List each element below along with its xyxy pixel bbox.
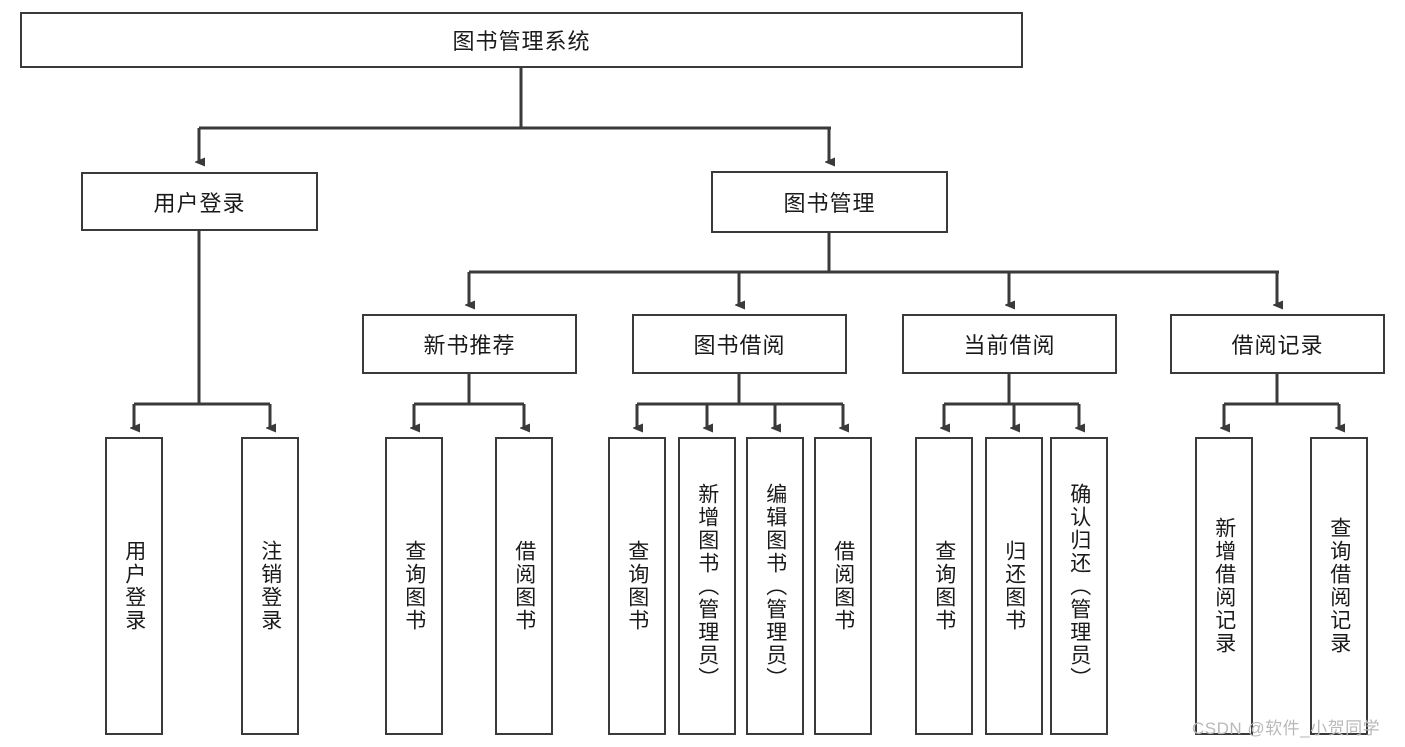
- node-new-book-recommend[interactable]: 新书推荐: [362, 314, 577, 374]
- node-label: 新增借阅记录: [1212, 517, 1236, 655]
- node-label: 借阅图书: [512, 540, 536, 632]
- node-label: 新增图书（管理员）: [695, 482, 719, 690]
- leaf-add-book-admin[interactable]: 新增图书（管理员）: [678, 437, 736, 735]
- node-label: 查询图书: [625, 540, 649, 632]
- node-label: 查询图书: [932, 540, 956, 632]
- leaf-query-borrow-record[interactable]: 查询借阅记录: [1310, 437, 1368, 735]
- leaf-query-book-borrow[interactable]: 查询图书: [608, 437, 666, 735]
- node-label: 归还图书: [1002, 540, 1026, 632]
- leaf-return-book[interactable]: 归还图书: [985, 437, 1043, 735]
- leaf-query-book-recommend[interactable]: 查询图书: [385, 437, 443, 735]
- leaf-add-borrow-record[interactable]: 新增借阅记录: [1195, 437, 1253, 735]
- leaf-confirm-return-admin[interactable]: 确认归还（管理员）: [1050, 437, 1108, 735]
- csdn-watermark: CSDN @软件_小贺同学: [1192, 719, 1381, 738]
- node-label: 用户登录: [153, 190, 246, 216]
- node-label: 图书借阅: [693, 333, 786, 358]
- node-label: 编辑图书（管理员）: [763, 482, 787, 690]
- leaf-edit-book-admin[interactable]: 编辑图书（管理员）: [746, 437, 804, 735]
- leaf-query-book-current[interactable]: 查询图书: [915, 437, 973, 735]
- node-label: 新书推荐: [423, 333, 516, 358]
- node-root-system[interactable]: 图书管理系统: [20, 12, 1023, 68]
- leaf-user-login[interactable]: 用户登录: [105, 437, 163, 735]
- node-label: 借阅图书: [831, 540, 855, 632]
- leaf-borrow-book[interactable]: 借阅图书: [814, 437, 872, 735]
- leaf-borrow-book-recommend[interactable]: 借阅图书: [495, 437, 553, 735]
- node-book-management[interactable]: 图书管理: [711, 171, 948, 233]
- node-book-borrow[interactable]: 图书借阅: [632, 314, 847, 374]
- node-borrow-record[interactable]: 借阅记录: [1170, 314, 1385, 374]
- node-current-borrow[interactable]: 当前借阅: [902, 314, 1117, 374]
- node-label: 确认归还（管理员）: [1067, 482, 1091, 690]
- node-label: 注销登录: [258, 540, 282, 632]
- node-label: 查询图书: [402, 540, 426, 632]
- node-label: 当前借阅: [963, 333, 1056, 358]
- node-user-login[interactable]: 用户登录: [81, 172, 318, 231]
- node-label: 借阅记录: [1231, 333, 1324, 358]
- node-label: 用户登录: [122, 540, 146, 632]
- leaf-logout[interactable]: 注销登录: [241, 437, 299, 735]
- node-label: 图书管理: [783, 191, 876, 216]
- node-label: 图书管理系统: [452, 29, 591, 54]
- node-label: 查询借阅记录: [1327, 517, 1351, 655]
